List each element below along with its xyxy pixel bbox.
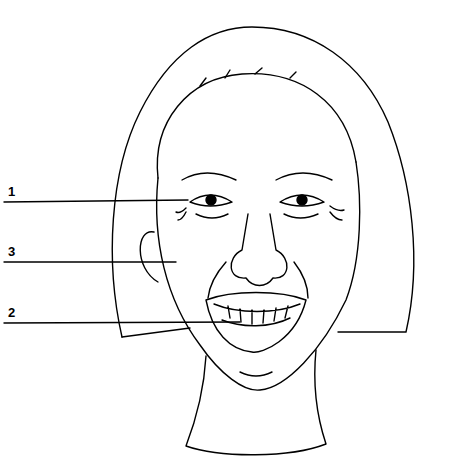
callout-number: 1 <box>8 184 15 199</box>
eye-right <box>280 195 324 206</box>
fringe-strands <box>200 68 296 86</box>
face-contour <box>157 162 360 390</box>
eye-wrinkles <box>176 206 344 220</box>
eye-left <box>190 195 232 206</box>
hair-bottom <box>122 328 190 337</box>
callout-number: 2 <box>8 305 15 320</box>
pupil-right <box>297 195 307 205</box>
callout-number: 3 <box>8 244 15 259</box>
fringe <box>157 74 356 178</box>
nose <box>231 214 287 286</box>
chin <box>240 372 272 376</box>
eyebrow-right <box>276 173 332 180</box>
leader-line <box>4 200 188 202</box>
neck <box>186 350 326 455</box>
leader-line <box>4 322 240 323</box>
leader-line <box>4 261 176 262</box>
pupil-left <box>206 195 216 205</box>
ear <box>140 232 158 282</box>
eyebrow-left <box>182 173 236 180</box>
